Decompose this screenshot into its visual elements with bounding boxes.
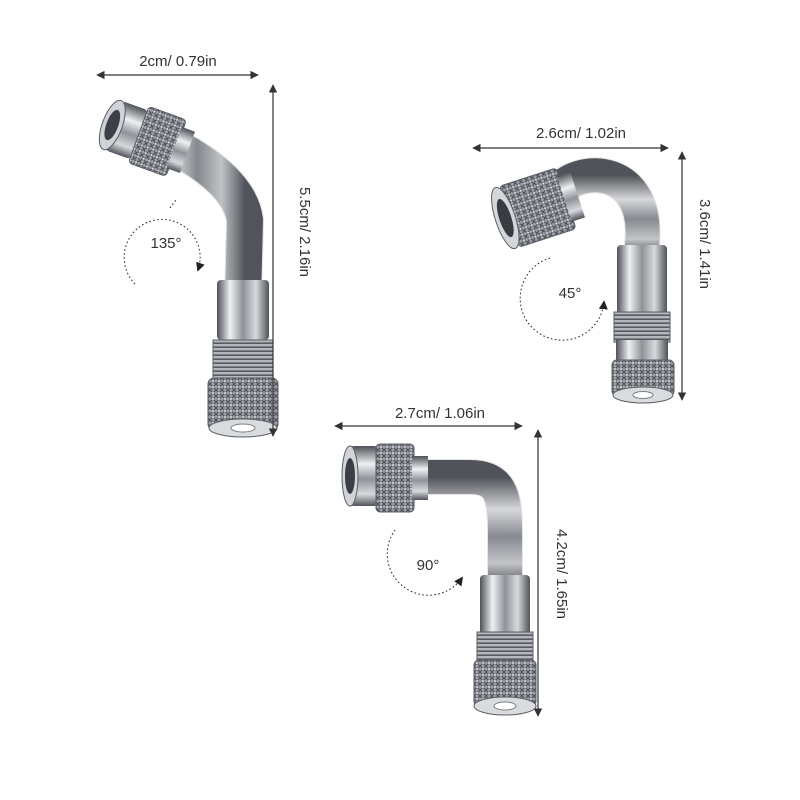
width-dimension-label-90: 2.7cm/ 1.06in — [395, 405, 485, 422]
angle-arc-icon-90 — [386, 529, 464, 596]
valve-extender-90-photo — [341, 443, 537, 716]
height-dimension-label-45: 3.6cm/ 1.41in — [696, 199, 713, 289]
valve-extender-45-photo — [491, 157, 675, 404]
height-dimension-label-135: 5.5cm/ 2.16in — [296, 187, 313, 277]
angle-label-45: 45° — [559, 285, 582, 302]
width-dimension-label-135: 2cm/ 0.79in — [139, 53, 217, 70]
valve-extender-45: 2.6cm/ 1.02in 3.6cm/ 1.41in 45° — [472, 125, 713, 404]
valve-extender-135-photo — [98, 99, 279, 438]
angle-arc-icon-135 — [123, 218, 205, 285]
height-dimension-label-90: 4.2cm/ 1.65in — [553, 529, 570, 619]
angle-label-135: 135° — [150, 235, 181, 252]
valve-extender-90: 2.7cm/ 1.06in 4.2cm/ 1.65in 90° — [334, 405, 570, 717]
width-dimension-label-45: 2.6cm/ 1.02in — [536, 125, 626, 142]
valve-extender-135: 2cm/ 0.79in 5.5cm/ 2.16in 135° — [96, 53, 313, 438]
angle-label-90: 90° — [417, 557, 440, 574]
